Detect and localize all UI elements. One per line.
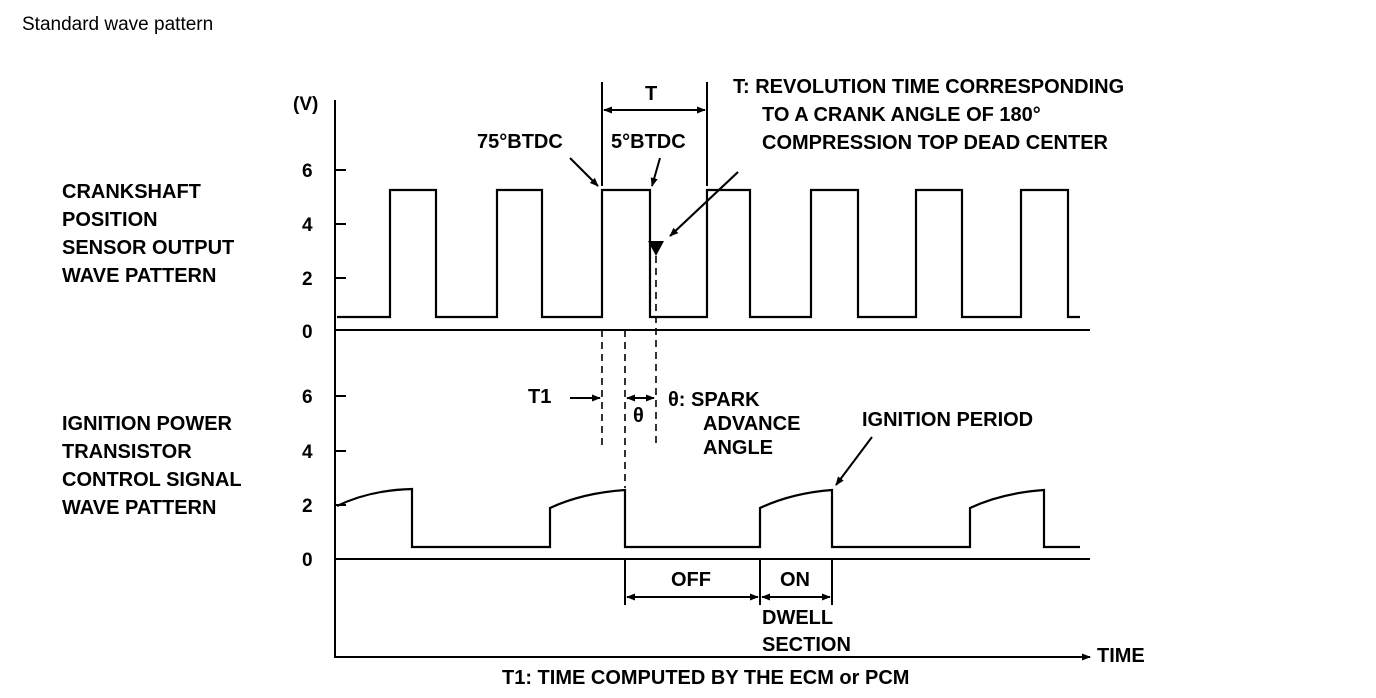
dwell-line-2: SECTION [762, 634, 851, 656]
top-y-ticks [335, 169, 346, 279]
top-y-tick-4: 4 [302, 215, 313, 236]
dwell-line-1: DWELL [762, 607, 833, 629]
theta-symbol: θ [633, 405, 644, 427]
off-label: OFF [671, 569, 711, 591]
bottom-y-tick-4: 4 [302, 442, 313, 463]
top-y-tick-0: 0 [302, 322, 313, 343]
t-period-symbol: T [645, 83, 657, 105]
bottom-label-line-3: CONTROL SIGNAL [62, 469, 242, 491]
crankshaft-wave [337, 188, 1080, 319]
top-label-line-4: WAVE PATTERN [62, 265, 216, 287]
theta-note-line-3: ANGLE [703, 437, 773, 459]
bottom-label-line-1: IGNITION POWER [62, 413, 233, 435]
btdc-5-label: 5°BTDC [611, 131, 686, 153]
bottom-label-line-4: WAVE PATTERN [62, 497, 216, 519]
t-note-line-1: T: REVOLUTION TIME CORRESPONDING [733, 76, 1124, 98]
bottom-label-line-2: TRANSISTOR [62, 441, 192, 463]
bottom-y-tick-0: 0 [302, 550, 313, 571]
t-note-line-2: TO A CRANK ANGLE OF 180° [762, 104, 1041, 126]
page-title: Standard wave pattern [22, 14, 213, 35]
tdc-marker-icon [648, 241, 664, 256]
top-y-tick-2: 2 [302, 269, 313, 290]
on-label: ON [780, 569, 810, 591]
tdc-pointer-line [669, 171, 739, 237]
bottom-y-tick-6: 6 [302, 387, 313, 408]
theta-note-line-1: θ: SPARK [668, 389, 760, 411]
bottom-y-tick-2: 2 [302, 496, 313, 517]
footnote: T1: TIME COMPUTED BY THE ECM or PCM [502, 667, 909, 689]
theta-note-line-2: ADVANCE [703, 413, 800, 435]
top-label-line-1: CRANKSHAFT [62, 181, 201, 203]
top-label-line-2: POSITION [62, 209, 158, 231]
bottom-y-ticks [335, 395, 346, 506]
ignition-period-arrow [835, 436, 873, 486]
ignition-period-label: IGNITION PERIOD [862, 409, 1033, 431]
t1-label: T1 [528, 386, 551, 408]
btdc-5-arrow [650, 157, 661, 187]
t-note-line-3: COMPRESSION TOP DEAD CENTER [762, 132, 1109, 154]
btdc-75-label: 75°BTDC [477, 131, 563, 153]
top-label-line-3: SENSOR OUTPUT [62, 237, 234, 259]
ignition-wave [336, 487, 1080, 549]
dashed-guides [601, 256, 657, 488]
y-unit-label: (V) [293, 94, 318, 115]
btdc-75-arrow [569, 157, 599, 187]
time-axis-label: TIME [1097, 645, 1145, 667]
top-y-tick-6: 6 [302, 161, 313, 182]
